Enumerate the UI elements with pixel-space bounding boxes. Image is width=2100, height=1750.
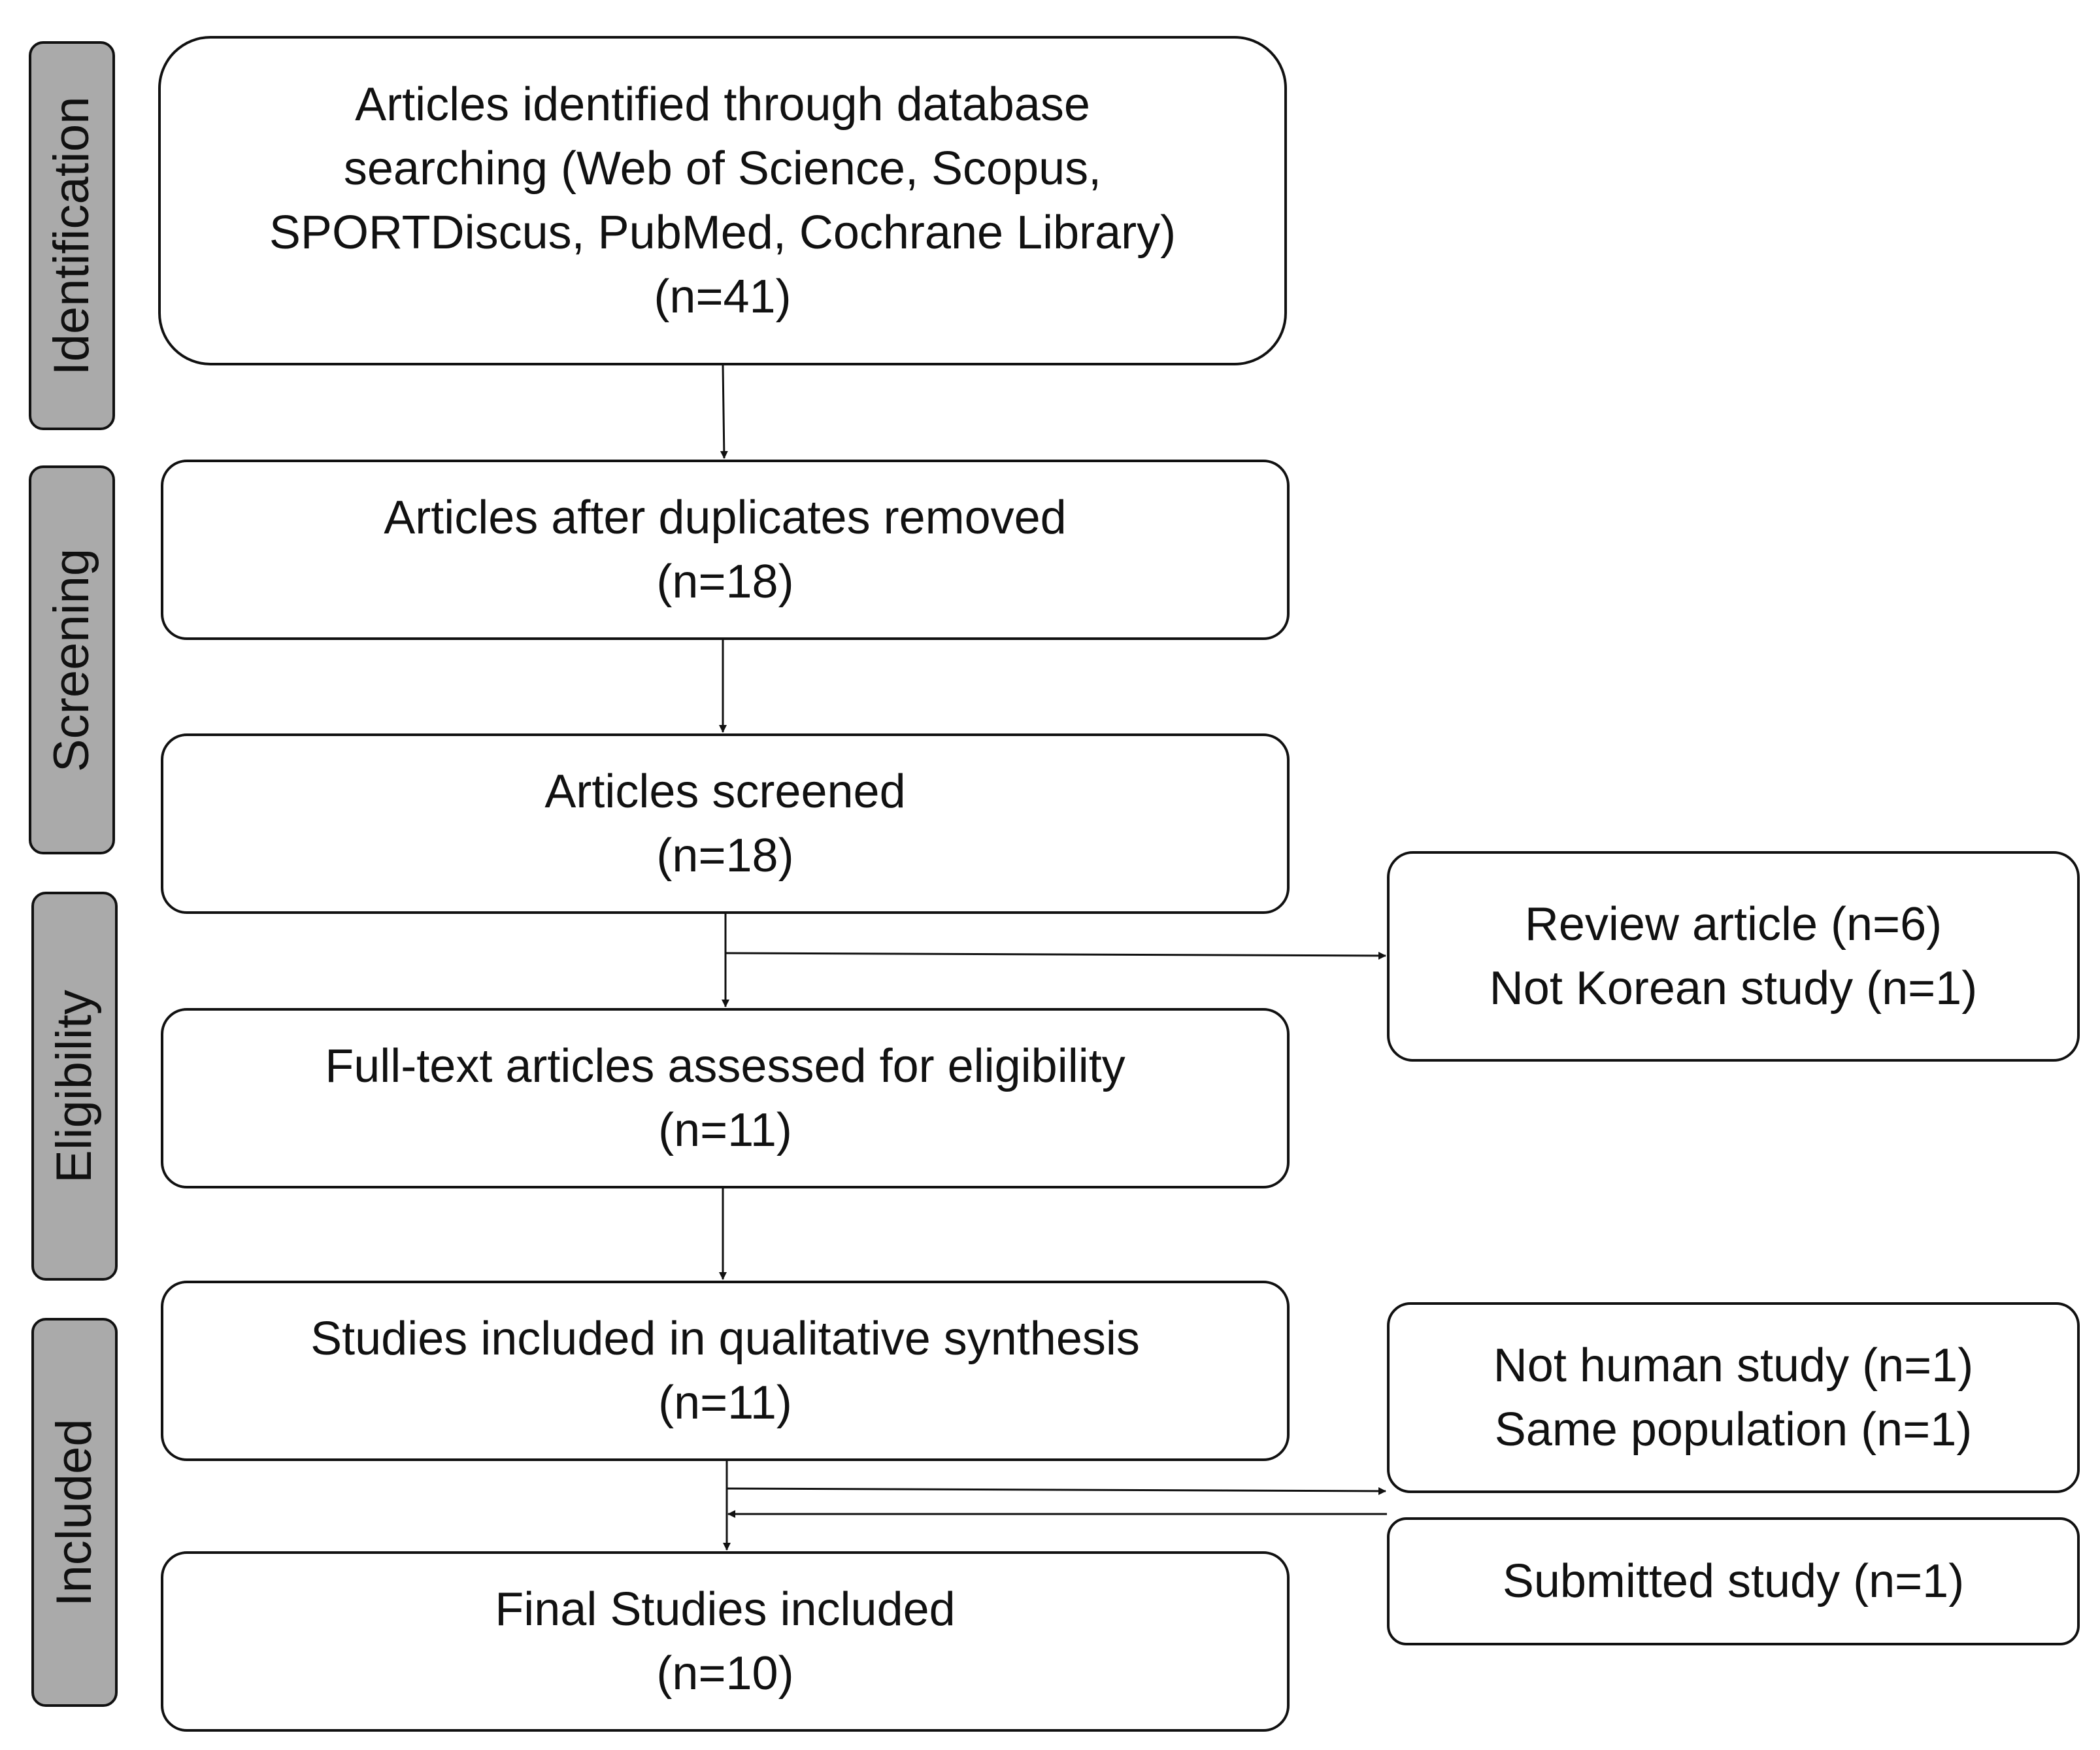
qualitative-box: Studies included in qualitative synthesi… bbox=[161, 1281, 1290, 1461]
screened-count: (n=18) bbox=[656, 830, 794, 882]
excluded-included-box: Not human study (n=1) Same population (n… bbox=[1387, 1302, 2080, 1493]
duplicates-removed-box: Articles after duplicates removed (n=18) bbox=[161, 460, 1290, 640]
added-box: Submitted study (n=1) bbox=[1387, 1517, 2080, 1645]
stage-screening: Screening bbox=[29, 465, 115, 854]
stage-identification: Identification bbox=[29, 41, 115, 430]
stage-eligibility: Eligibility bbox=[31, 892, 118, 1281]
excluded-screening-line-2: Not Korean study (n=1) bbox=[1489, 962, 1978, 1015]
arrow-screened-to-excluded bbox=[725, 951, 1386, 960]
identified-line-1: Articles identified through database bbox=[355, 78, 1090, 131]
full-text-text: Full-text articles assessed for eligibil… bbox=[325, 1040, 1125, 1092]
identified-box: Articles identified through database sea… bbox=[158, 36, 1287, 365]
identified-line-2: searching (Web of Science, Scopus, bbox=[343, 143, 1102, 195]
screened-box: Articles screened (n=18) bbox=[161, 733, 1290, 914]
identified-count: (n=41) bbox=[654, 271, 792, 323]
full-text-box: Full-text articles assessed for eligibil… bbox=[161, 1008, 1290, 1188]
excluded-screening-box: Review article (n=6) Not Korean study (n… bbox=[1387, 851, 2080, 1062]
arrow-identified-to-duplicates bbox=[720, 365, 728, 459]
excluded-screening-line-1: Review article (n=6) bbox=[1524, 898, 1942, 951]
stage-included: Included bbox=[31, 1318, 118, 1707]
duplicates-removed-count: (n=18) bbox=[656, 556, 794, 608]
added-line-1: Submitted study (n=1) bbox=[1502, 1555, 1965, 1607]
final-count: (n=10) bbox=[656, 1647, 794, 1700]
duplicates-removed-text: Articles after duplicates removed bbox=[384, 492, 1067, 544]
arrow-qualitative-to-excluded bbox=[726, 1487, 1386, 1495]
identified-line-3: SPORTDiscus, PubMed, Cochrane Library) bbox=[269, 207, 1176, 259]
final-box: Final Studies included (n=10) bbox=[161, 1551, 1290, 1732]
qualitative-text: Studies included in qualitative synthesi… bbox=[310, 1313, 1140, 1365]
full-text-count: (n=11) bbox=[658, 1104, 792, 1156]
excluded-included-line-2: Same population (n=1) bbox=[1494, 1404, 1973, 1456]
excluded-included-line-1: Not human study (n=1) bbox=[1493, 1339, 1974, 1392]
final-text: Final Studies included bbox=[495, 1583, 956, 1636]
screened-text: Articles screened bbox=[544, 766, 906, 818]
qualitative-count: (n=11) bbox=[658, 1377, 792, 1429]
